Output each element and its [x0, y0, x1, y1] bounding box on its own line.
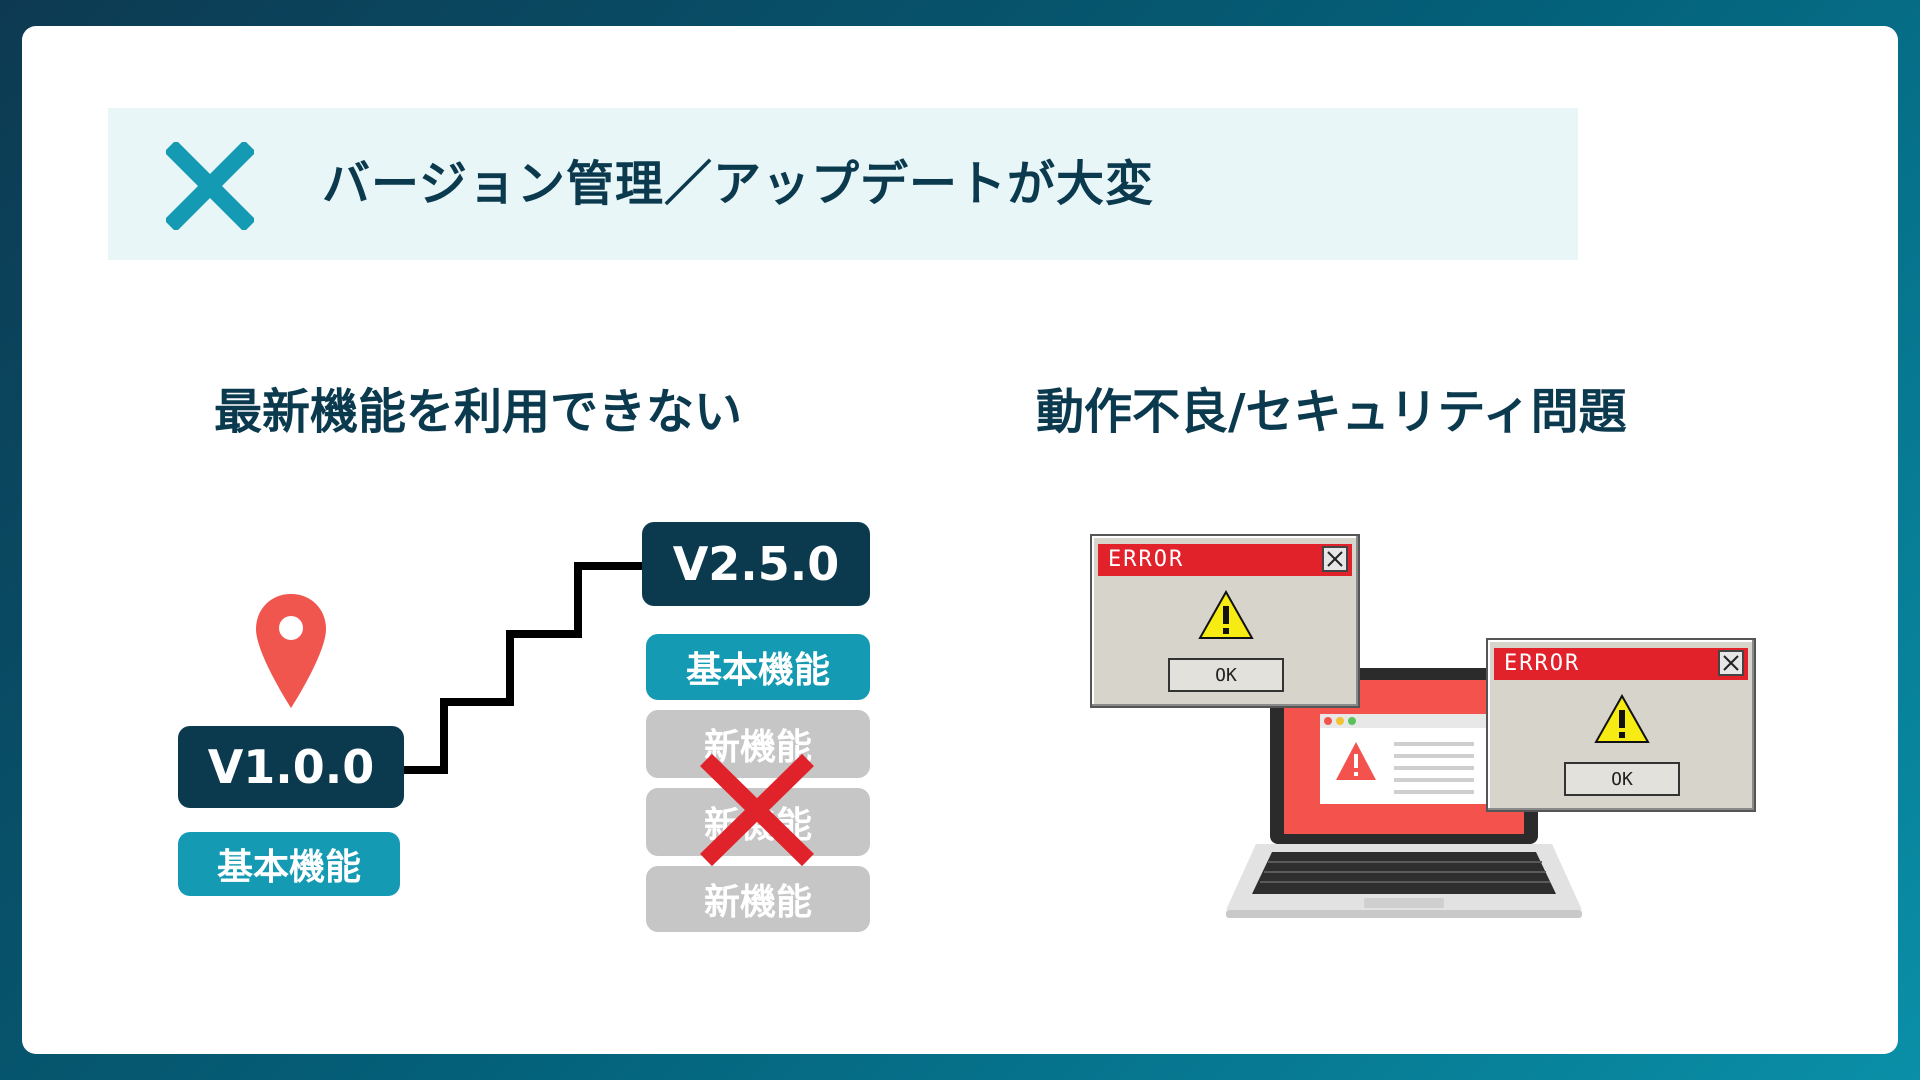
- cross-icon: [166, 142, 254, 230]
- laptop-illustration: [1226, 668, 1582, 918]
- close-icon[interactable]: [1322, 546, 1348, 572]
- error-dialog-1: ERROR OK: [1090, 534, 1360, 708]
- warning-icon: [1198, 590, 1254, 639]
- dialog-title: ERROR: [1108, 547, 1185, 572]
- banner-title: バージョン管理／アップデートが大変: [322, 156, 1155, 212]
- ok-button[interactable]: OK: [1564, 762, 1680, 796]
- feature-tag-new-3: 新機能: [646, 866, 870, 932]
- upgrade-staircase: [400, 562, 650, 774]
- close-icon[interactable]: [1718, 650, 1744, 676]
- dialog-title-bar: ERROR: [1494, 648, 1748, 680]
- feature-tag-basic-old: 基本機能: [178, 832, 400, 896]
- ok-button[interactable]: OK: [1168, 658, 1284, 692]
- feature-tag-new-1: 新機能: [646, 710, 870, 778]
- red-cross-mark-icon: [700, 753, 814, 867]
- error-dialog-2: ERROR OK: [1486, 638, 1756, 812]
- location-pin-icon: [256, 594, 326, 708]
- dialog-title-bar: ERROR: [1098, 544, 1352, 576]
- version-badge-new: V2.5.0: [642, 522, 870, 606]
- section-title-features: 最新機能を利用できない: [214, 384, 743, 440]
- warning-icon: [1594, 694, 1650, 743]
- feature-tag-basic-new: 基本機能: [646, 634, 870, 700]
- version-badge-old: V1.0.0: [178, 726, 404, 808]
- header-banner: バージョン管理／アップデートが大変: [108, 108, 1578, 260]
- dialog-title: ERROR: [1504, 651, 1581, 676]
- section-title-errors: 動作不良/セキュリティ問題: [1036, 384, 1627, 440]
